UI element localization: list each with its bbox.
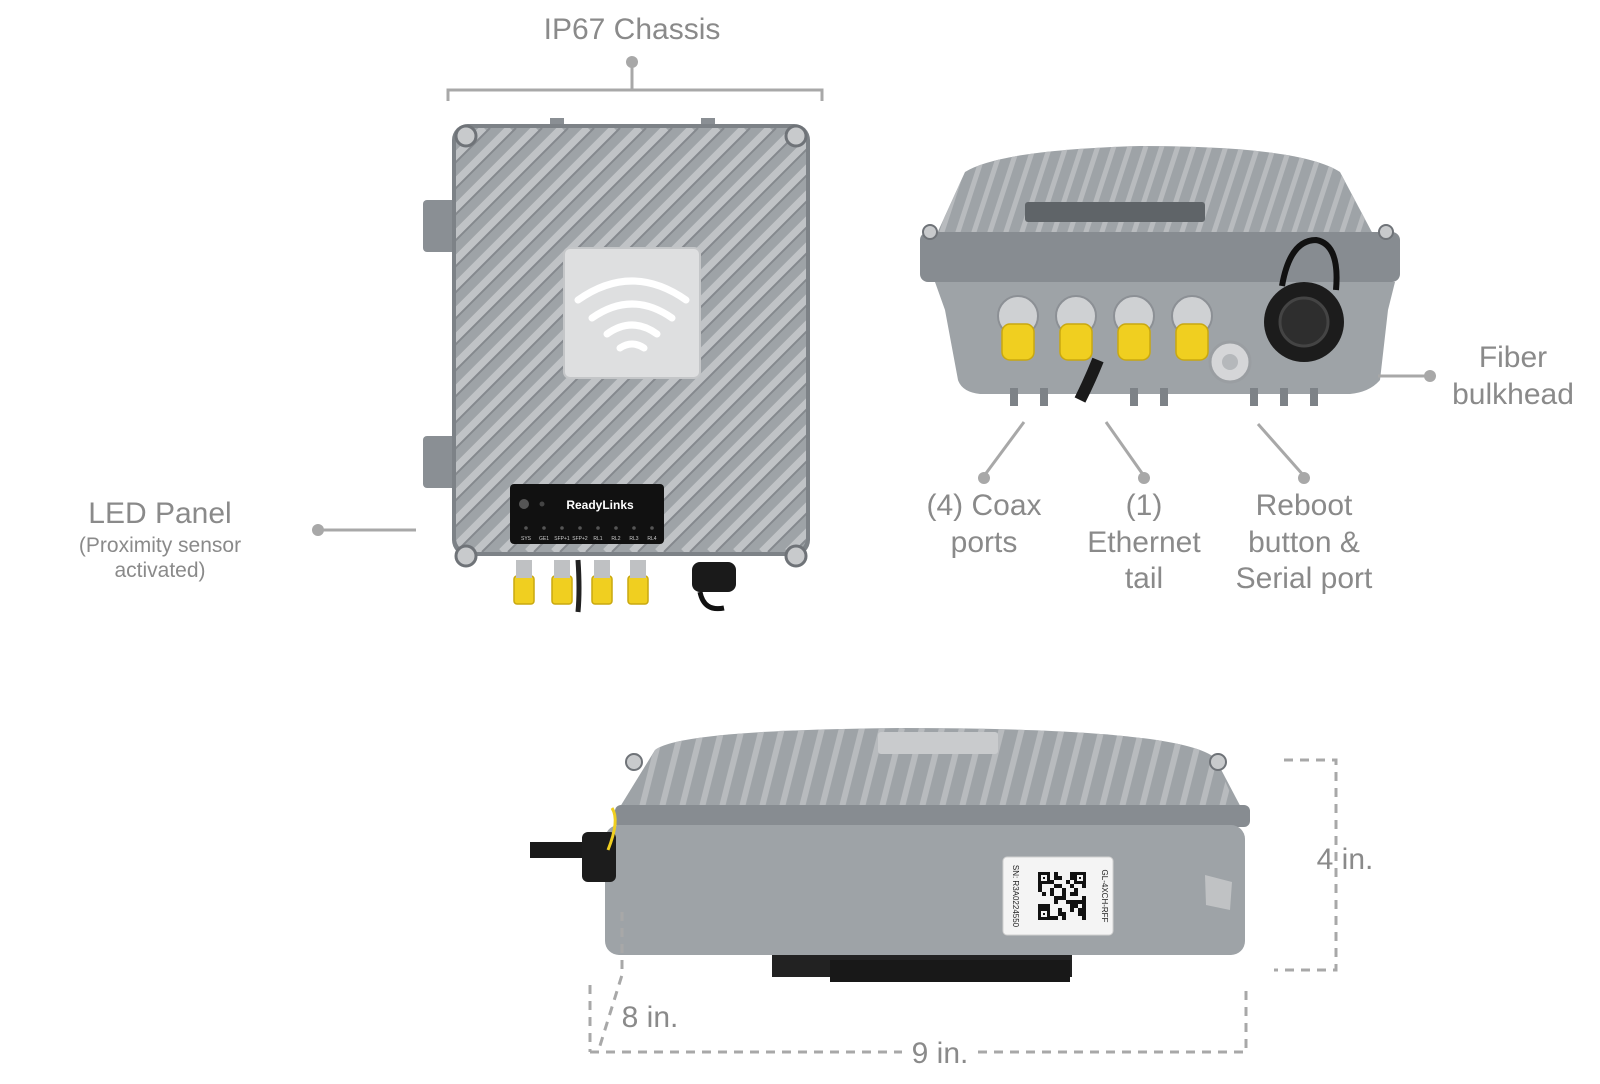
coax-line2: ports: [950, 525, 1018, 559]
ethernet-tail-cable: [1074, 357, 1104, 403]
chassis-label: IP67 Chassis: [543, 13, 721, 46]
reboot-line1: Reboot: [1255, 489, 1353, 522]
led-label: RL3: [629, 536, 638, 542]
ethernet-line3: tail: [1124, 562, 1164, 596]
hinge-top: [423, 200, 459, 252]
fiber-bulkhead-callout: Fiber bulkhead: [1438, 340, 1588, 413]
leader-dots: [312, 56, 1436, 536]
leader-lines: [318, 64, 1428, 532]
led-label: RL4: [647, 536, 656, 542]
antenna-plate: [563, 247, 701, 379]
dimension-lines: [588, 758, 1338, 1054]
coax-callout: (4) Coax ports: [904, 488, 1064, 561]
fiber-line1: Fiber: [1478, 341, 1548, 374]
led-label: RL1: [593, 536, 602, 542]
reboot-callout: Reboot button & Serial port: [1214, 488, 1394, 598]
led-panel-title: LED Panel: [88, 497, 232, 530]
front-coax-connectors: [513, 575, 649, 605]
led-panel-callout: LED Panel (Proximity sensor activated): [40, 496, 280, 584]
sticker-model: GL-4XCH-RFF: [1100, 870, 1109, 923]
bottom-fiber-cap: [530, 807, 617, 882]
coax-ports: [997, 295, 1213, 361]
fiber-line2: bulkhead: [1452, 377, 1574, 411]
ethernet-line1: (1): [1125, 489, 1163, 522]
reboot-line2: button &: [1248, 525, 1360, 559]
dimension-view-device: GL-4XCH-RFF SN: R3A0224550: [530, 728, 1250, 982]
depth-dimension-label: 8 in.: [621, 1001, 679, 1034]
coax-leader: [982, 421, 1026, 477]
qr-code: [1038, 872, 1086, 920]
led-panel-note-line2: activated): [114, 559, 206, 583]
led-panel-note-line1: (Proximity sensor: [78, 533, 242, 557]
chassis-bracket: [446, 88, 824, 101]
fiber-bulkhead-port: [1264, 236, 1344, 362]
coax-line1: (4) Coax: [926, 489, 1042, 522]
ethernet-line2: Ethernet: [1087, 525, 1201, 559]
reboot-leader: [1256, 423, 1306, 477]
ethernet-callout: (1) Ethernet tail: [1064, 488, 1224, 598]
ethernet-leader: [1104, 421, 1146, 477]
connector-view-device: [920, 146, 1400, 406]
height-dimension-line: [1274, 758, 1338, 972]
hinge-bottom: [423, 436, 459, 488]
led-label: GE1: [539, 536, 549, 542]
depth-dimension-line: [596, 912, 624, 1053]
led-label: SYS: [521, 536, 532, 542]
product-sticker: GL-4XCH-RFF SN: R3A0224550: [1002, 856, 1114, 936]
height-dimension-label: 4 in.: [1316, 843, 1374, 876]
led-label: SFP+2: [572, 536, 588, 542]
reboot-button: [1208, 340, 1252, 384]
front-fiber-cap: [692, 562, 736, 612]
cooling-fins: [456, 128, 806, 552]
reboot-line3: Serial port: [1235, 562, 1373, 596]
width-dimension-line-right: [978, 986, 1248, 1054]
led-label: SFP+1: [554, 536, 570, 542]
led-label: RL2: [611, 536, 620, 542]
width-dimension-label: 9 in.: [911, 1037, 969, 1070]
brand-logo-text: ReadyLinks: [566, 498, 634, 512]
sticker-serial: SN: R3A0224550: [1011, 865, 1020, 928]
